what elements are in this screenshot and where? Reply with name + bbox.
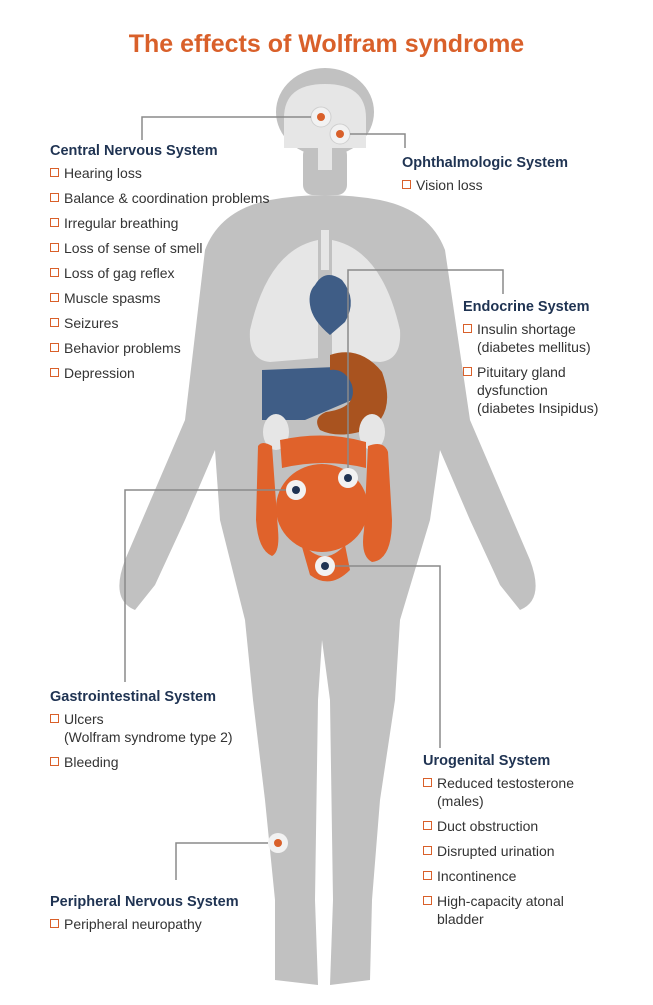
brain [284,84,366,170]
symptom-list: Ulcers (Wolfram syndrome type 2) Bleeding [50,710,290,771]
symptom-label: Loss of gag reflex [64,265,175,281]
symptom-item: Pituitary gland dysfunction (diabetes In… [463,363,643,417]
knee-marker [268,833,288,853]
gut-markers [286,468,358,576]
symptom-label: Loss of sense of smell [64,240,203,256]
stomach [317,352,388,435]
symptom-list: Peripheral neuropathy [50,915,290,933]
checkbox-square-icon [50,193,59,202]
symptom-item: Depression [50,364,290,382]
symptom-label: Irregular breathing [64,215,179,231]
symptom-label: Insulin shortage (diabetes mellitus) [477,321,591,355]
checkbox-square-icon [423,896,432,905]
symptom-label: Muscle spasms [64,290,161,306]
checkbox-square-icon [50,714,59,723]
group-heading: Gastrointestinal System [50,689,216,705]
symptom-label: Disrupted urination [437,843,555,859]
brain-markers [310,106,351,145]
checkbox-square-icon [50,757,59,766]
checkbox-square-icon [423,846,432,855]
checkbox-square-icon [463,324,472,333]
liver [262,366,364,420]
symptom-list: Vision loss [402,176,632,194]
connector-lines [124,116,504,880]
checkbox-square-icon [50,243,59,252]
heart [309,275,351,335]
symptom-label: Behavior problems [64,340,181,356]
symptom-item: Irregular breathing [50,214,290,232]
symptom-label: Seizures [64,315,119,331]
symptom-item: Ulcers (Wolfram syndrome type 2) [50,710,290,746]
group-heading: Endocrine System [463,299,590,315]
symptom-item: Incontinence [423,867,623,885]
symptom-item: Behavior problems [50,339,290,357]
symptom-label: Vision loss [416,177,483,193]
symptom-item: High-capacity atonal bladder [423,892,623,928]
checkbox-square-icon [50,343,59,352]
symptom-label: Ulcers (Wolfram syndrome type 2) [64,711,233,745]
symptom-label: Hearing loss [64,165,142,181]
symptom-list: Insulin shortage (diabetes mellitus) Pitu… [463,320,643,417]
group-heading: Peripheral Nervous System [50,894,239,910]
checkbox-square-icon [50,268,59,277]
checkbox-square-icon [423,778,432,787]
symptom-label: High-capacity atonal bladder [437,893,564,927]
checkbox-square-icon [50,293,59,302]
group-heading: Ophthalmologic System [402,155,568,171]
checkbox-square-icon [50,218,59,227]
symptom-item: Balance & coordination problems [50,189,290,207]
checkbox-square-icon [50,919,59,928]
checkbox-square-icon [50,318,59,327]
symptom-label: Depression [64,365,135,381]
checkbox-square-icon [463,367,472,376]
checkbox-square-icon [50,168,59,177]
group-endocrine-system: Endocrine System Insulin shortage (diabe… [463,298,643,424]
symptom-item: Duct obstruction [423,817,623,835]
group-ophthalmologic-system: Ophthalmologic System Vision loss [402,154,632,201]
checkbox-square-icon [50,368,59,377]
symptom-item: Insulin shortage (diabetes mellitus) [463,320,643,356]
group-heading: Central Nervous System [50,143,218,159]
symptom-label: Pituitary gland dysfunction (diabetes In… [477,364,599,416]
group-peripheral-nervous-system: Peripheral Nervous System Peripheral neu… [50,893,290,940]
symptom-item: Loss of gag reflex [50,264,290,282]
checkbox-square-icon [423,821,432,830]
symptom-label: Bleeding [64,754,119,770]
symptom-item: Loss of sense of smell [50,239,290,257]
group-urogenital-system: Urogenital System Reduced testosterone (… [423,752,623,935]
symptom-item: Disrupted urination [423,842,623,860]
page-title: The effects of Wolfram syndrome [128,30,525,58]
symptom-label: Reduced testosterone (males) [437,775,574,809]
group-gastrointestinal-system: Gastrointestinal System Ulcers (Wolfram … [50,688,290,778]
symptom-label: Incontinence [437,868,517,884]
symptom-item: Reduced testosterone (males) [423,774,623,810]
group-heading: Urogenital System [423,753,551,769]
symptom-item: Vision loss [402,176,632,194]
checkbox-square-icon [402,180,411,189]
symptom-label: Balance & coordination problems [64,190,270,206]
checkbox-square-icon [423,871,432,880]
symptom-item: Bleeding [50,753,290,771]
symptom-label: Peripheral neuropathy [64,916,202,932]
symptom-item: Seizures [50,314,290,332]
symptom-list: Reduced testosterone (males) Duct obstruc… [423,774,623,928]
symptom-label: Duct obstruction [437,818,539,834]
symptom-item: Muscle spasms [50,289,290,307]
symptom-item: Hearing loss [50,164,290,182]
symptom-item: Peripheral neuropathy [50,915,290,933]
